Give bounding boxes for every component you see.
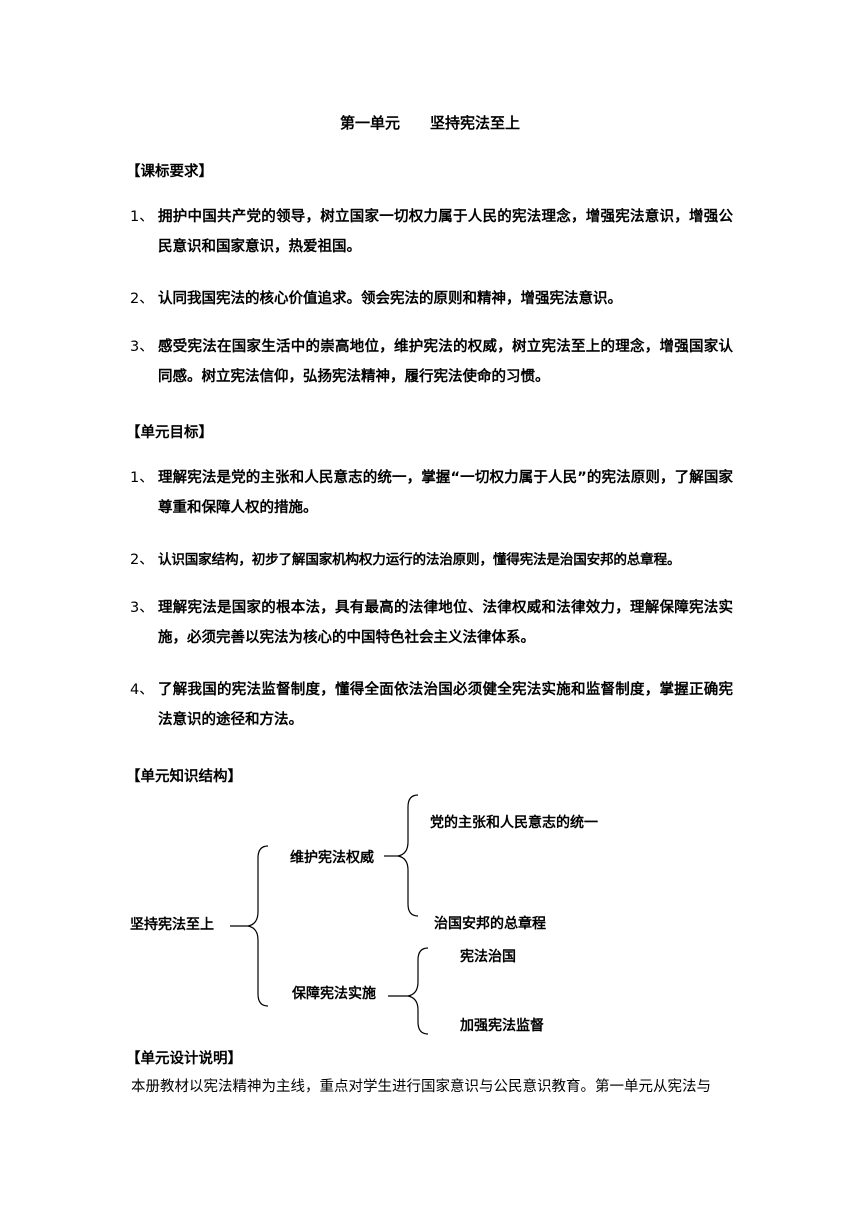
- item-number: 4、: [130, 682, 154, 698]
- goals-heading: 【单元目标】: [126, 425, 213, 441]
- list-item: 4、 了解我国的宪法监督制度，懂得全面依法治国必须健全宪法实施和监督制度，掌握正…: [130, 675, 733, 735]
- item-text: 认同我国宪法的核心价值追求。领会宪法的原则和精神，增强宪法意识。: [158, 291, 622, 307]
- item-text: 了解我国的宪法监督制度，懂得全面依法治国必须健全宪法实施和监督制度，掌握正确宪法…: [158, 682, 733, 728]
- item-text: 拥护中国共产党的领导，树立国家一切权力属于人民的宪法理念，增强宪法意识，增强公民…: [158, 209, 733, 255]
- item-number: 1、: [130, 209, 154, 225]
- list-item: 1、 拥护中国共产党的领导，树立国家一切权力属于人民的宪法理念，增强宪法意识，增…: [130, 202, 733, 262]
- tree-leaf: 加强宪法监督: [460, 1018, 544, 1034]
- structure-heading: 【单元知识结构】: [126, 769, 242, 785]
- tree-leaf: 党的主张和人民意志的统一: [430, 815, 598, 831]
- item-number: 3、: [130, 600, 154, 616]
- item-text: 理解宪法是党的主张和人民意志的统一，掌握“一切权力属于人民”的宪法原则，了解国家…: [158, 470, 733, 516]
- item-number: 2、: [130, 291, 154, 307]
- item-number: 1、: [130, 470, 154, 486]
- tree-branch-1: 维护宪法权威: [290, 850, 374, 866]
- root-brace: [247, 845, 269, 1007]
- branch-brace-2: [407, 947, 429, 1035]
- list-item: 1、 理解宪法是党的主张和人民意志的统一，掌握“一切权力属于人民”的宪法原则，了…: [130, 463, 733, 523]
- list-item: 2、 认识国家结构，初步了解国家机构权力运行的法治原则，懂得宪法是治国安邦的总章…: [130, 545, 733, 575]
- item-number: 3、: [130, 339, 154, 355]
- item-text: 感受宪法在国家生活中的崇高地位，维护宪法的权威，树立宪法至上的理念，增强国家认同…: [158, 339, 733, 385]
- standards-heading: 【课标要求】: [126, 164, 213, 180]
- tree-leaf: 治国安邦的总章程: [434, 916, 546, 932]
- item-text: 理解宪法是国家的根本法，具有最高的法律地位、法律权威和法律效力，理解保障宪法实施…: [158, 600, 733, 646]
- item-number: 2、: [130, 552, 154, 568]
- list-item: 3、 理解宪法是国家的根本法，具有最高的法律地位、法律权威和法律效力，理解保障宪…: [130, 593, 733, 653]
- item-text: 认识国家结构，初步了解国家机构权力运行的法治原则，懂得宪法是治国安邦的总章程。: [158, 552, 681, 568]
- page-title: 第一单元 坚持宪法至上: [339, 114, 520, 132]
- design-heading: 【单元设计说明】: [126, 1051, 242, 1067]
- list-item: 3、 感受宪法在国家生活中的崇高地位，维护宪法的权威，树立宪法至上的理念，增强国…: [130, 332, 733, 392]
- tree-leaf: 宪法治国: [460, 949, 516, 965]
- branch-brace-1: [397, 794, 419, 917]
- tree-branch-2: 保障宪法实施: [292, 986, 376, 1002]
- tree-root: 坚持宪法至上: [130, 917, 214, 933]
- design-paragraph: 本册教材以宪法精神为主线，重点对学生进行国家意识与公民意识教育。第一单元从宪法与: [131, 1079, 711, 1095]
- list-item: 2、 认同我国宪法的核心价值追求。领会宪法的原则和精神，增强宪法意识。: [130, 284, 733, 314]
